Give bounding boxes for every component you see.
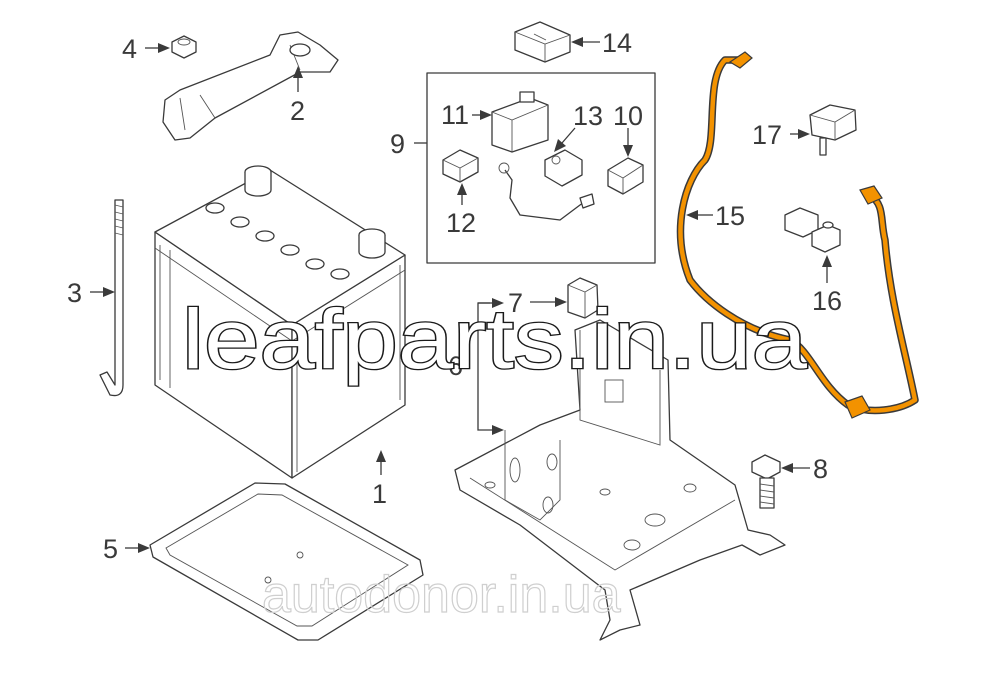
callout-17: 17 <box>752 120 782 150</box>
battery-tray-pad <box>149 482 424 641</box>
leader-lines <box>90 37 832 553</box>
watermark-leafparts: leafparts.in.ua <box>182 292 807 386</box>
callout-5: 5 <box>103 534 118 564</box>
callout-1: 1 <box>372 479 387 509</box>
clip-16 <box>784 207 841 253</box>
callout-8: 8 <box>813 454 828 484</box>
callout-2: 2 <box>290 96 305 126</box>
callout-14: 14 <box>602 28 632 58</box>
battery-tray-bracket <box>454 319 786 641</box>
battery-cable-highlighted <box>676 51 919 419</box>
watermark-autodonor: autodonor.in.ua <box>262 566 621 624</box>
callout-labels: 1 2 3 4 5 6 7 8 9 10 11 12 13 14 15 16 1… <box>67 28 842 564</box>
hold-down-rod <box>99 199 124 397</box>
callout-13: 13 <box>573 101 603 131</box>
cable-15-orange <box>678 57 918 413</box>
fusible-link-block <box>491 91 549 153</box>
battery <box>154 165 406 479</box>
callout-9: 9 <box>390 129 405 159</box>
battery-cell-caps <box>205 202 350 280</box>
group-box-9 <box>426 72 656 264</box>
terminal-cover <box>442 149 479 183</box>
callout-10: 10 <box>613 101 643 131</box>
terminal-cap <box>607 157 644 195</box>
callout-6: 6 <box>448 351 463 381</box>
callout-16: 16 <box>812 286 842 316</box>
clip-17 <box>809 104 857 156</box>
ground-cable-small <box>498 162 595 221</box>
callout-7: 7 <box>508 288 523 318</box>
callout-15: 15 <box>715 201 745 231</box>
nut <box>171 35 197 59</box>
positive-terminal-cover <box>514 21 571 63</box>
hold-down-bracket <box>162 31 339 141</box>
clip-7 <box>567 277 599 319</box>
callout-11: 11 <box>441 100 469 130</box>
callout-3: 3 <box>67 278 82 308</box>
callout-4: 4 <box>122 34 137 64</box>
bolt <box>751 454 781 509</box>
terminal-clamp <box>544 149 583 187</box>
callout-12: 12 <box>446 208 476 238</box>
